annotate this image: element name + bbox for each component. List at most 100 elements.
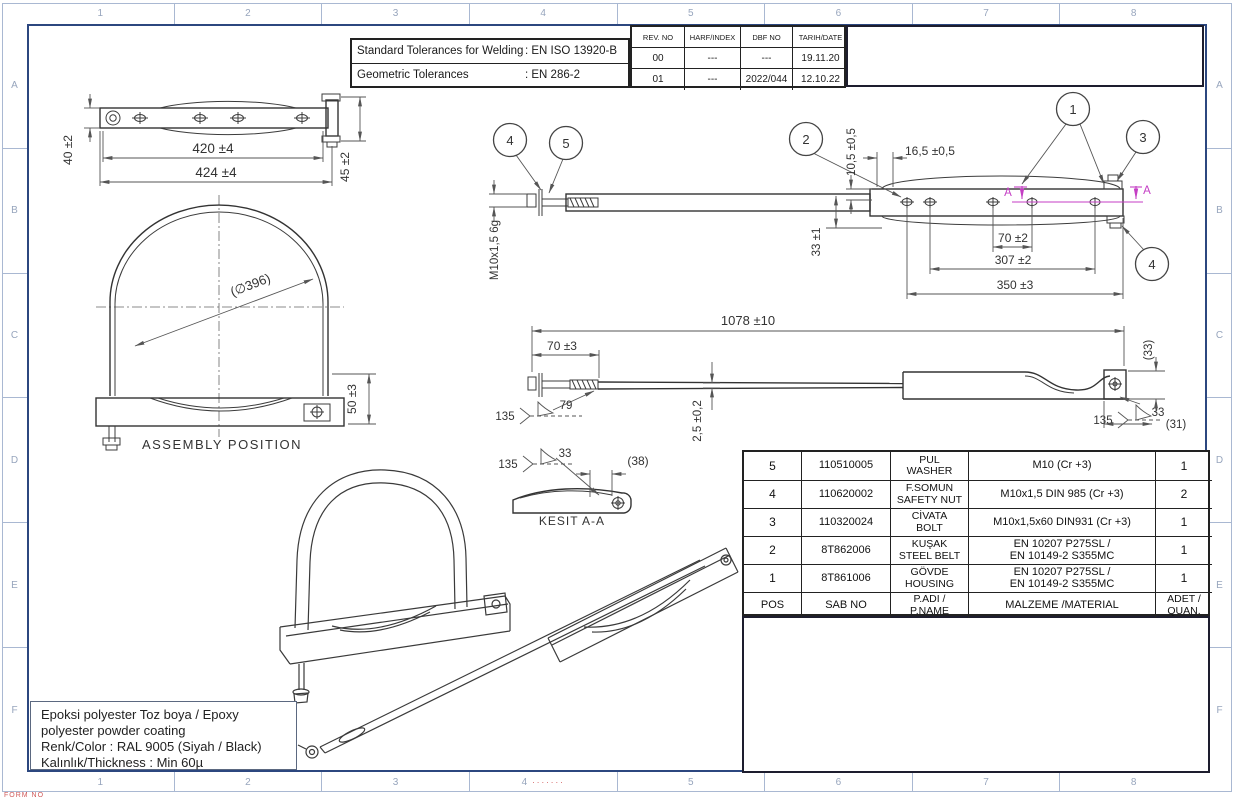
view-assembly-position: (∅396) 50 ±3 ASSEMBLY POSITION [95, 195, 376, 452]
dim-31-paren: (31) [1166, 419, 1187, 431]
section-weld-33: 33 [559, 448, 572, 460]
dim-38-paren: (38) [627, 454, 648, 468]
part-qty: 1 [1155, 564, 1212, 592]
dim-1078: 1078 ±10 [721, 313, 775, 328]
section-marker-a-right: A [1143, 185, 1151, 197]
zone-right-b: B [1207, 147, 1232, 273]
balloon-5: 5 [562, 136, 569, 151]
part-sabno: 110620002 [801, 480, 890, 508]
title-box-top-right [846, 25, 1204, 87]
rev-cell: 2022/044 [740, 68, 792, 90]
zone-left-e: E [2, 522, 27, 647]
rev-header-dbfno: DBF NO [740, 27, 792, 47]
dim-307: 307 ±2 [995, 253, 1032, 267]
tolerance-value: : EN ISO 13920-B [525, 45, 618, 58]
rev-cell: --- [740, 47, 792, 68]
zone-left-c: C [2, 272, 27, 398]
zone-right-c: C [1207, 272, 1232, 398]
rev-cell: 01 [632, 68, 684, 90]
coating-note-line: polyester powder coating [41, 722, 186, 738]
part-qty: 1 [1155, 508, 1212, 536]
rev-header-date: TARIH/DATE [792, 27, 848, 47]
zone-right-f: F [1207, 647, 1232, 772]
part-sabno: 8T862006 [801, 536, 890, 564]
part-material: EN 10207 P275SL /EN 10149-2 S355MC [968, 564, 1155, 592]
weld-135-right: 135 [1093, 415, 1112, 427]
balloon-4a: 4 [506, 133, 513, 148]
dim-50: 50 ±3 [345, 384, 359, 414]
balloon-1: 1 [1069, 102, 1076, 117]
balloon-4b: 4 [1148, 257, 1155, 272]
rev-cell: 00 [632, 47, 684, 68]
parts-header-sabno: SAB NO [801, 592, 890, 618]
dim-350: 350 ±3 [997, 278, 1034, 292]
dim-thread: M10x1,5 6g [489, 220, 501, 280]
dim-diameter: (∅396) [228, 270, 272, 299]
dim-33-paren: (33) [1143, 340, 1155, 361]
parts-header-qty: ADET /QUAN. [1155, 592, 1212, 618]
tolerance-label: Geometric Tolerances [357, 68, 469, 81]
zone-top-6: 6 [764, 3, 912, 24]
weld-79: 79 [560, 400, 573, 412]
revision-table: REV. NO HARF/INDEX DBF NO TARIH/DATE 00 … [630, 25, 848, 90]
zone-strip-left: A B C D E F [2, 24, 27, 772]
zone-top-3: 3 [321, 3, 469, 24]
part-qty: 2 [1155, 480, 1212, 508]
coating-note-line: Epoksi polyester Toz boya / Epoxy [41, 707, 239, 722]
section-weld-135: 135 [498, 459, 517, 471]
dim-420: 420 ±4 [192, 141, 234, 156]
zone-top-2: 2 [173, 3, 322, 24]
part-pos: 3 [744, 508, 801, 536]
part-material: M10x1,5x60 DIN931 (Cr +3) [968, 508, 1155, 536]
dim-70: 70 ±2 [998, 231, 1028, 245]
rev-cell: 12.10.22 [792, 68, 848, 90]
assembly-position-label: ASSEMBLY POSITION [142, 437, 302, 452]
part-qty: 1 [1155, 536, 1212, 564]
dim-33: 33 ±1 [811, 228, 823, 257]
zone-bottom-6: 6 [764, 772, 912, 792]
zone-bottom-4: 4······· [468, 772, 617, 792]
zone-left-a: A [11, 80, 18, 92]
view-full-length: 1078 ±10 70 ±3 2,5 ±0,2 135 79 135 33 [495, 313, 1186, 442]
zone-left-f: F [2, 647, 27, 772]
tolerance-table: Standard Tolerances for Welding : EN ISO… [350, 38, 630, 88]
zone-top-8: 8 [1059, 3, 1207, 24]
zone-strip-top: 1 2 3 4 5 6 7 8 [27, 3, 1207, 24]
rev-header-revno: REV. NO [642, 32, 674, 42]
zone-strip-right: A B C D E F [1207, 24, 1232, 772]
balloon-3: 3 [1139, 130, 1146, 145]
balloon-2: 2 [802, 132, 809, 147]
view-bar-top: 40 ±2 420 ±4 424 ±4 45 ±2 [61, 93, 366, 186]
section-marker-a-left: A [1004, 187, 1012, 199]
form-no-label: FORM NO [4, 792, 45, 799]
zone-bottom-3: 3 [321, 772, 469, 792]
zone-left-b: B [2, 147, 27, 273]
part-material: M10x1,5 DIN 985 (Cr +3) [968, 480, 1155, 508]
rev-cell: --- [684, 68, 740, 90]
part-pos: 4 [744, 480, 801, 508]
zone-left-d: D [2, 397, 27, 522]
part-qty: 1 [1155, 452, 1212, 480]
part-pos: 5 [769, 458, 776, 473]
dim-16-5: 16,5 ±0,5 [905, 144, 955, 158]
drawing-frame [27, 24, 1207, 772]
tolerance-label: Standard Tolerances for Welding [357, 45, 524, 58]
rev-cell: 19.11.20 [792, 47, 848, 68]
coating-note: Epoksi polyester Toz boya / Epoxy polyes… [30, 701, 297, 770]
view-iso-belt [297, 547, 739, 759]
part-pos: 2 [744, 536, 801, 564]
dim-2-5: 2,5 ±0,2 [692, 400, 704, 441]
dim-45: 45 ±2 [338, 152, 352, 182]
part-pos: 1 [744, 564, 801, 592]
redaction-dots: ······· [532, 777, 565, 787]
part-sabno: 110510005 [801, 452, 890, 480]
view-rod-balloons: A A 4 5 2 1 3 4 [489, 91, 1170, 299]
zone-strip-bottom: 1 2 3 4······· 5 6 7 8 [27, 772, 1207, 792]
coating-note-line: Renk/Color : RAL 9005 (Siyah / Black) [41, 738, 262, 754]
